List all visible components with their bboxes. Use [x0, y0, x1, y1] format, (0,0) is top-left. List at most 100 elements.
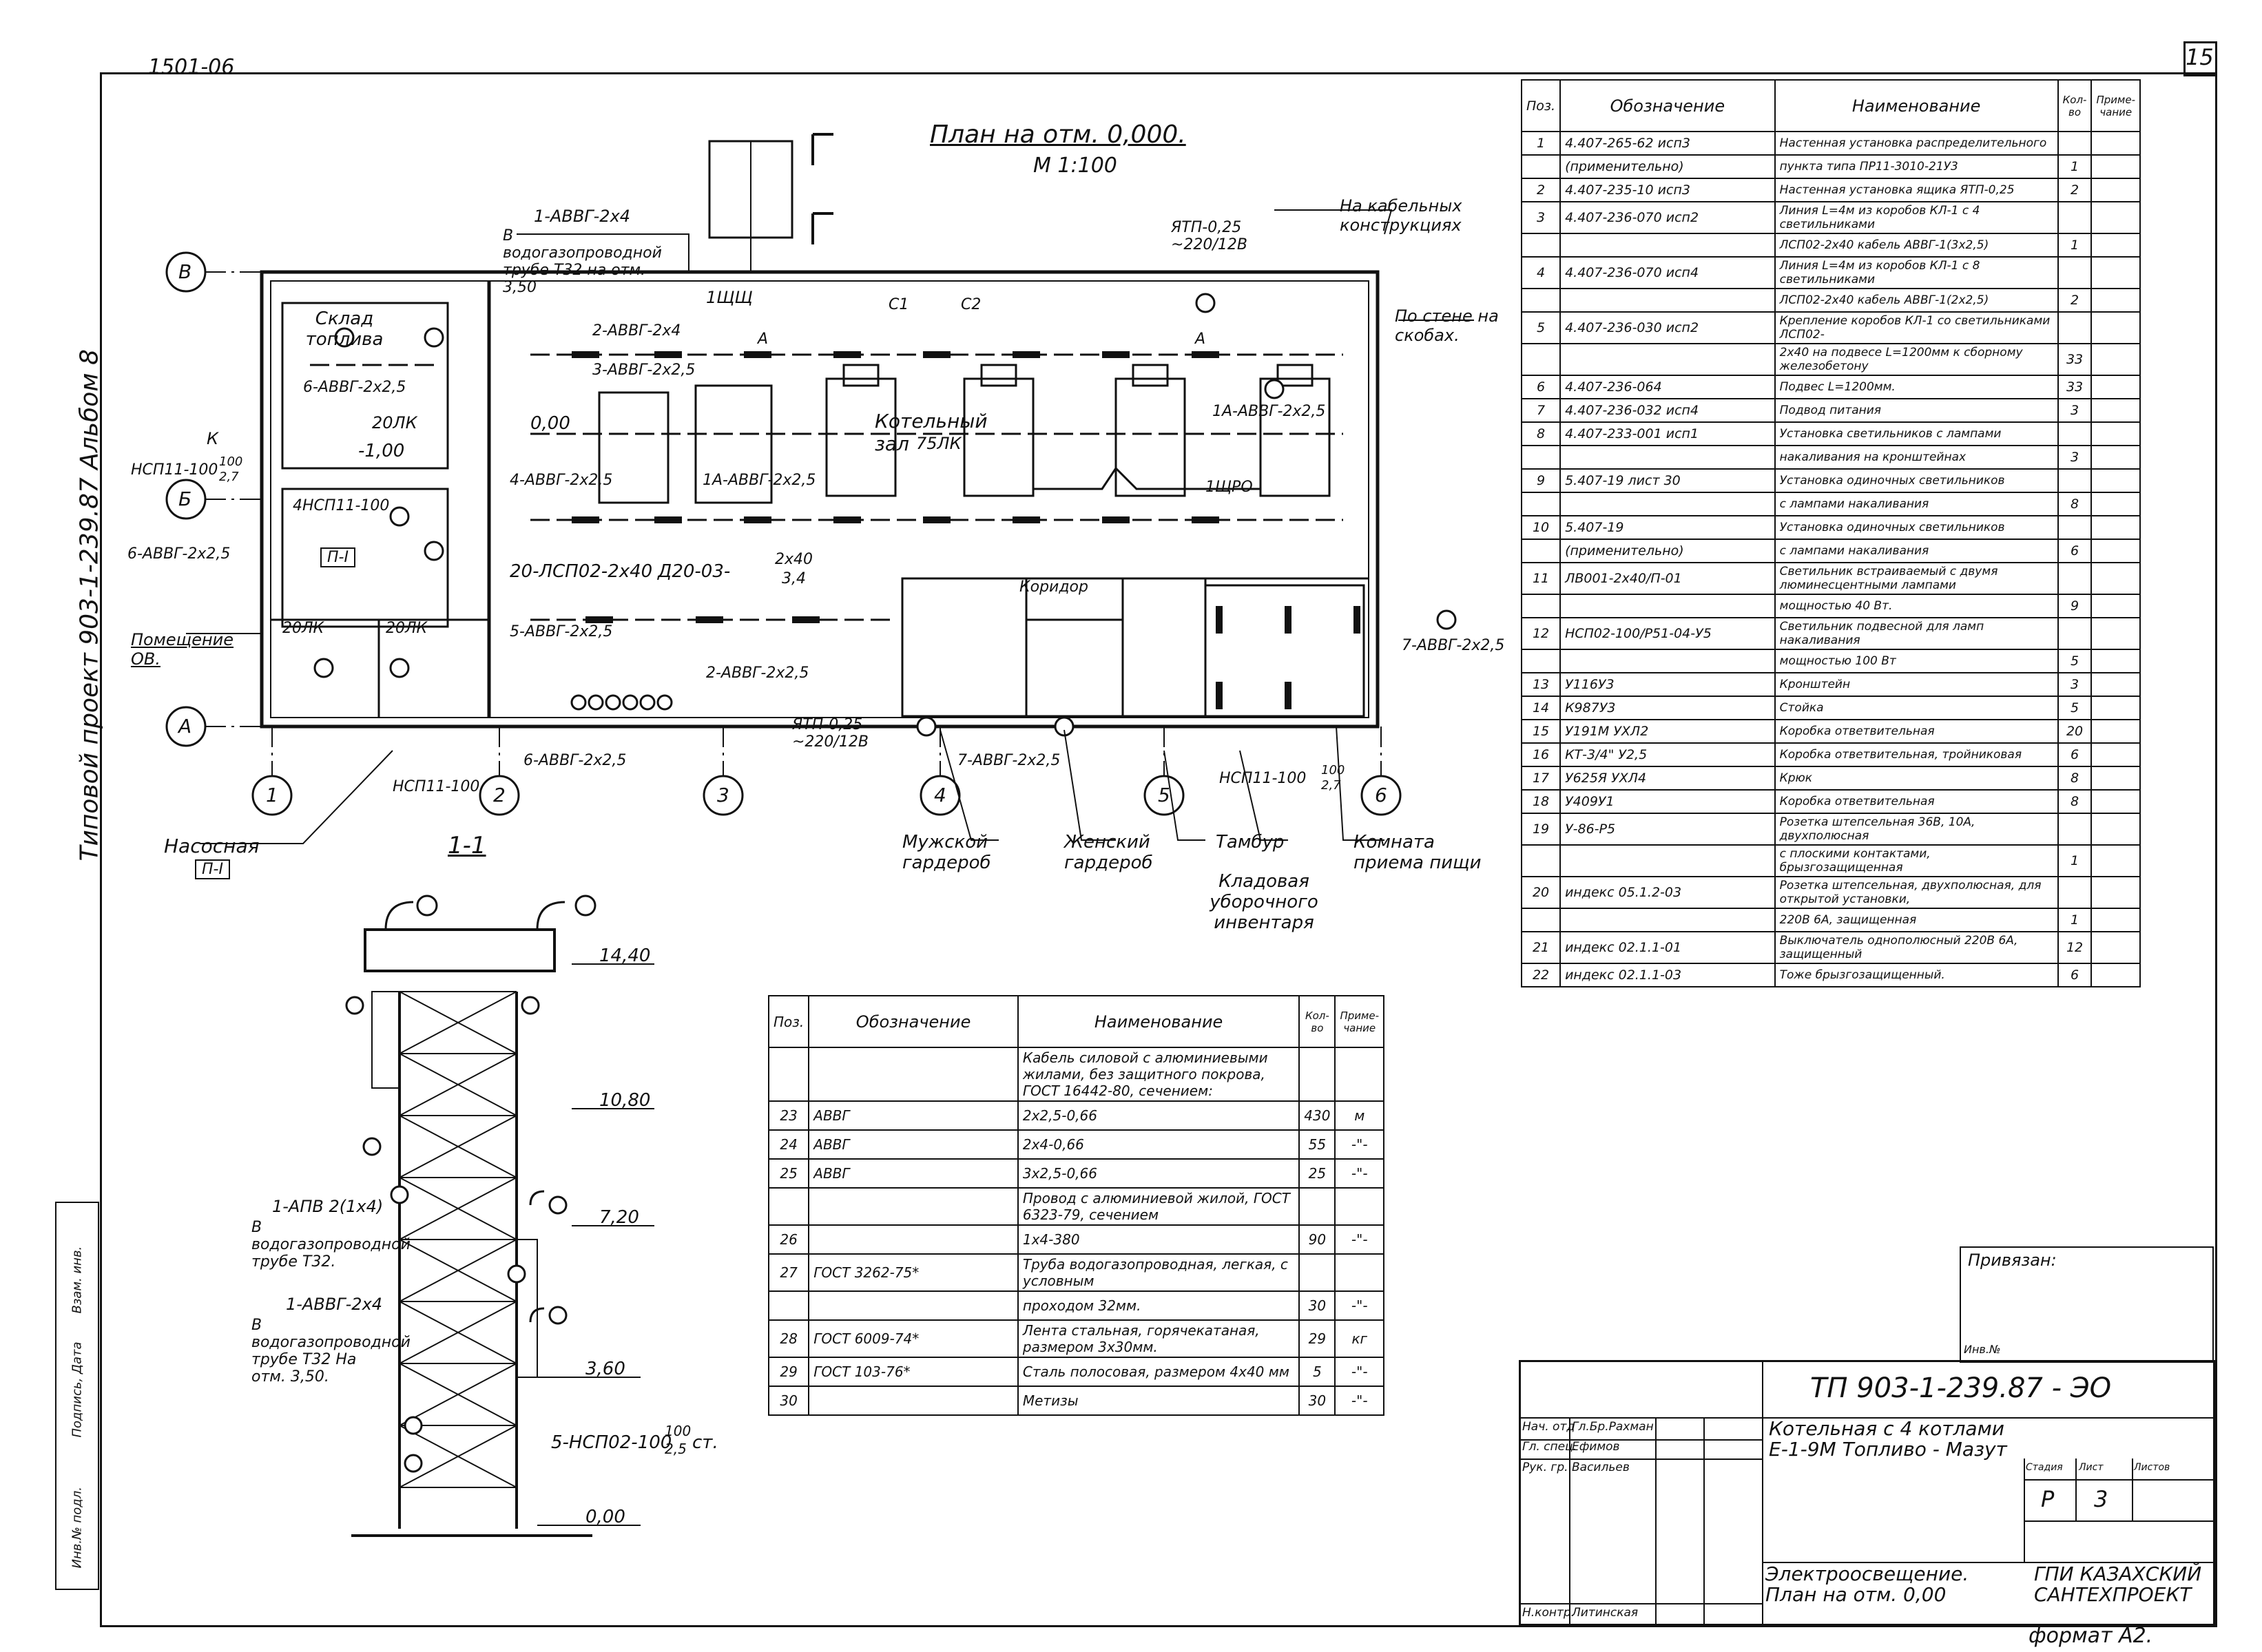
level-000: 0,00	[530, 413, 570, 434]
right-table-cell: 2х40 на подвесе L=1200мм к сборному желе…	[1774, 343, 2059, 376]
right-head-qty: Кол-во	[2057, 79, 2093, 132]
right-table-cell: 4.407-265-62 исп3	[1559, 131, 1776, 156]
right-table-cell	[2090, 492, 2141, 516]
right-table-cell: У116У3	[1559, 672, 1776, 697]
lamp-left-frac-top: 100	[219, 454, 243, 469]
stamp-sign: Подпись, Дата	[70, 1341, 85, 1438]
bottom-table-cell: -"-	[1334, 1224, 1384, 1255]
right-table-cell	[2090, 876, 2141, 909]
right-table-cell	[1520, 233, 1561, 258]
right-table-cell: У-86-Р5	[1559, 813, 1776, 846]
right-table-cell: 7	[1520, 398, 1561, 423]
right-table-cell: У409У1	[1559, 789, 1776, 814]
right-table-cell: 9	[2057, 594, 2093, 618]
bottom-table-cell: проходом 32мм.	[1017, 1290, 1300, 1321]
right-table-cell	[2090, 931, 2141, 964]
bottom-spec-table: Поз. Обозначение Наименование Кол-во При…	[767, 995, 1384, 1416]
lamp-left-frac-bottom: 2,7	[219, 470, 239, 484]
right-table-cell: 5.407-19	[1559, 515, 1776, 540]
label-c2: С2	[961, 296, 982, 313]
right-table-cell	[2057, 201, 2093, 234]
right-table-cell: Коробка ответвительная, тройниковая	[1774, 742, 2059, 767]
tb-name-2: Ефимов	[1572, 1440, 1620, 1454]
tb-name-4: Литинская	[1572, 1606, 1639, 1620]
right-table-cell: Установка одиночных светильников	[1774, 515, 2059, 540]
right-table-cell: Настенная установка ящика ЯТП-0,25	[1774, 178, 2059, 202]
sheet-number: 15	[2186, 44, 2214, 70]
lux-20b: 20ЛК	[282, 620, 324, 637]
level-100: -1,00	[358, 441, 405, 461]
right-table-cell	[2057, 813, 2093, 846]
pipe1-text: В водогазопроводной трубе Т32 на отм. 3,…	[503, 227, 662, 296]
right-table-cell: 4.407-236-070 исп2	[1559, 201, 1776, 234]
bottom-table-cell: Лента стальная, горячекатаная, размером …	[1017, 1319, 1300, 1358]
bottom-table-cell: Сталь полосовая, размером 4х40 мм	[1017, 1357, 1300, 1387]
right-table-cell: ЛСП02-2х40 кабель АВВГ-1(3х2,5)	[1774, 233, 2059, 258]
right-table-cell: 2	[2057, 178, 2093, 202]
right-table-cell: Настенная установка распределительного	[1774, 131, 2059, 156]
right-table-cell: 5	[2057, 649, 2093, 673]
sheet-number-box	[2183, 41, 2217, 76]
right-table-cell	[2057, 311, 2093, 344]
right-table-cell: 3	[1520, 201, 1561, 234]
right-table-cell: 1	[2057, 844, 2093, 877]
room-fuel-store: Склад топлива	[305, 309, 384, 350]
ytp-bottom: ЯТП-0,25 ~220/12В	[792, 716, 869, 751]
lux-20a: 20ЛК	[372, 413, 417, 432]
right-table-cell: накаливания на кронштейнах	[1774, 445, 2059, 470]
right-table-cell	[2090, 594, 2141, 618]
right-table-cell: 1	[2057, 154, 2093, 179]
right-spec-table: Поз. Обозначение Наименование Кол-во При…	[1520, 79, 2141, 987]
right-table-cell	[2057, 468, 2093, 493]
right-table-cell: 4.407-236-070 исп4	[1559, 256, 1776, 289]
bottom-head-note: Приме-чание	[1334, 995, 1384, 1048]
tb-code: ТП 903-1-239.87 - ЭО	[1810, 1372, 2112, 1404]
right-table-cell: 4.407-236-032 исп4	[1559, 398, 1776, 423]
right-table-cell	[2090, 672, 2141, 697]
section-lamps: 5-НСП02-100	[551, 1432, 672, 1453]
bottom-table-cell: 90	[1298, 1224, 1336, 1255]
stamp-replace: Взам. инв.	[70, 1246, 85, 1314]
right-table-cell	[1520, 908, 1561, 932]
room-pump: Насосная	[164, 835, 260, 857]
right-table-cell	[2090, 908, 2141, 932]
bottom-table-cell: Метизы	[1017, 1386, 1300, 1416]
bottom-table-cell: -"-	[1334, 1158, 1384, 1189]
label-c1: С1	[889, 296, 909, 313]
bottom-table-cell: 30	[767, 1386, 810, 1416]
tb-project: Котельная с 4 котлами Е-1-9М Топливо - М…	[1769, 1417, 2007, 1461]
cable-d20: Д20-03-	[658, 561, 731, 582]
bottom-table-cell: 30	[1298, 1386, 1336, 1416]
label-a-1: А	[758, 331, 769, 348]
bottom-table-cell: 29	[1298, 1319, 1336, 1358]
right-table-cell: 5	[2057, 696, 2093, 720]
section-level-360: 3,60	[585, 1359, 625, 1379]
right-table-cell	[1520, 594, 1561, 618]
right-table-cell: Коробка ответвительная	[1774, 789, 2059, 814]
cable-d20-bottom: 3,4	[782, 570, 806, 587]
right-table-cell: У191М УХЛ2	[1559, 719, 1776, 744]
right-table-cell: 19	[1520, 813, 1561, 846]
bottom-table-cell	[1298, 1047, 1336, 1102]
right-table-cell: 6	[2057, 539, 2093, 563]
inv-label: Инв.№	[1964, 1343, 2001, 1356]
right-head-code: Обозначение	[1559, 79, 1776, 132]
right-table-cell: индекс 02.1.1-01	[1559, 931, 1776, 964]
right-table-cell: НСП02-100/Р51-04-У5	[1559, 617, 1776, 650]
right-table-cell: 12	[1520, 617, 1561, 650]
code-top-left: 1501-06	[148, 55, 235, 79]
floor-plan	[165, 133, 1474, 844]
tb-role-3: Рук. гр.	[1522, 1461, 1568, 1474]
right-table-row: ЛСП02-2х40 кабель АВВГ-1(3х2,5)1	[1520, 233, 2141, 258]
bottom-table-cell: кг	[1334, 1319, 1384, 1358]
